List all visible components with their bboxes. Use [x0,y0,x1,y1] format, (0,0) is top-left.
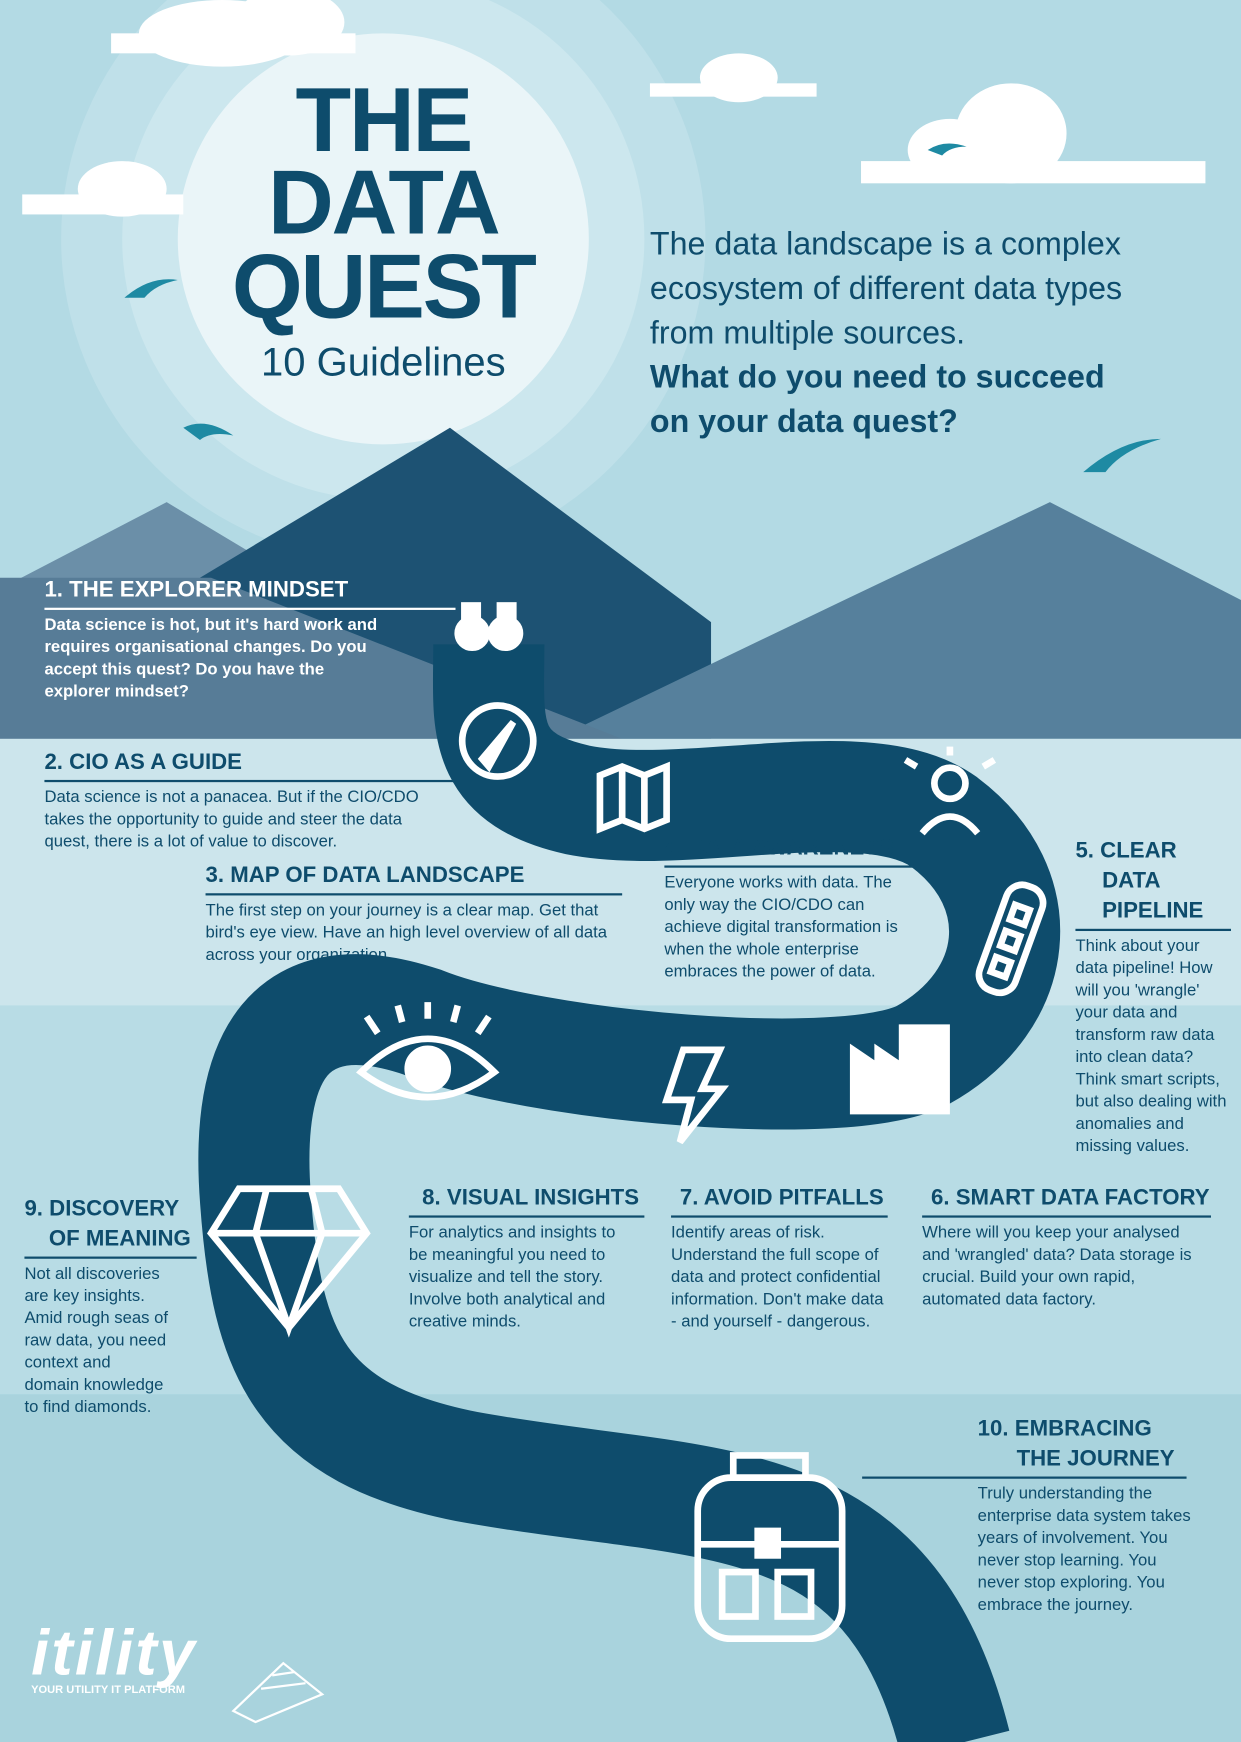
section-10: 10. EMBRACING THE JOURNEY Truly understan… [862,1414,1191,1616]
heading-line: OF MEANING [48,1226,191,1251]
title-subtitle: 10 Guidelines [260,338,506,385]
section-8: 8. VISUAL INSIGHTS For analytics and ins… [408,1183,645,1333]
heading-line: 9. DISCOVERY [24,1196,180,1221]
road-path [198,644,1061,1742]
title-quest: QUEST [231,236,537,338]
section-body: Data science is not a panacea. But if th… [44,787,419,852]
section-heading: 1. THE EXPLORER MINDSET [44,575,456,610]
section-body: Where will you keep your analysed and 'w… [922,1223,1192,1309]
section-body: Not all discoveries are key insights. Am… [24,1264,169,1417]
section-6: 6. SMART DATA FACTORY Where will you kee… [922,1183,1211,1311]
clouds [22,0,1206,217]
section-7: 7. AVOID PITFALLS Identify areas of risk… [671,1183,888,1333]
heading-line: DATA [1102,868,1161,894]
lightning-icon [661,1046,730,1145]
lightbulb-person-icon [903,746,997,836]
factory-icon [849,1024,950,1115]
section-1: 1. THE EXPLORER MINDSET Data science is … [44,575,456,703]
section-heading: 9. DISCOVERY OF MEANING [24,1194,197,1259]
intro-line: ecosystem of different data types [649,271,1123,307]
logo-wordmark: itility [31,1616,198,1689]
section-body: Identify areas of risk. Understand the f… [671,1223,884,1331]
binoculars-icon [454,602,524,652]
section-body: For analytics and insights to be meaning… [408,1223,616,1331]
title-data: DATA [267,152,501,254]
section-heading: 7. AVOID PITFALLS [671,1183,888,1218]
eye-icon [355,1002,500,1101]
backpack-icon [694,1452,846,1643]
birds [124,143,1161,473]
section-heading: 5. CLEAR DATA PIPELINE [1075,837,1231,932]
section-heading: 3. MAP OF DATA LANDSCAPE [205,861,623,896]
compass-icon [458,702,537,780]
section-body: Everyone works with data. The only way t… [664,873,898,982]
section-3: 3. MAP OF DATA LANDSCAPE The first step … [205,861,623,967]
section-heading: 6. SMART DATA FACTORY [922,1183,1211,1218]
logo-tagline: YOUR UTILITY IT PLATFORM [31,1684,185,1697]
section-heading: 4. DATA AWARENESS [664,833,932,868]
sun [177,33,589,445]
intro-line: The data landscape is a complex [649,226,1121,263]
map-icon [596,761,670,834]
section-heading: 2. CIO AS A GUIDE [44,748,456,783]
heading-line: 10. EMBRACING [977,1416,1152,1441]
heading-line: PIPELINE [1102,898,1204,924]
pipeline-icon [975,881,1047,997]
section-body: The first step on your journey is a clea… [205,901,608,965]
heading-line: THE JOURNEY [1016,1446,1175,1471]
intro-question: on your data quest? [649,404,958,440]
title-the: THE [295,69,474,172]
section-body: Data science is hot, but it's hard work … [44,615,378,702]
section-body: Think about your data pipeline! How will… [1075,936,1227,1156]
section-heading: 8. VISUAL INSIGHTS [408,1183,645,1218]
section-5: 5. CLEAR DATA PIPELINE Think about your da… [1075,837,1231,1158]
section-heading: 10. EMBRACING THE JOURNEY [862,1414,1187,1479]
section-4: 4. DATA AWARENESS Everyone works with da… [664,833,932,983]
pyramid-logo-icon [231,1661,325,1724]
section-body: Truly understanding the enterprise data … [977,1484,1191,1615]
heading-line: 5. CLEAR [1075,838,1177,864]
section-2: 2. CIO AS A GUIDE Data science is not a … [44,748,456,854]
intro-question: What do you need to succeed [649,359,1105,396]
intro-line: from multiple sources. [649,315,966,352]
company-logo: itility YOUR UTILITY IT PLATFORM [31,1616,198,1697]
diamond-icon [206,1185,371,1338]
section-9: 9. DISCOVERY OF MEANING Not all discoveri… [24,1194,197,1418]
intro-text: The data landscape is a complex ecosyste… [650,222,1228,444]
